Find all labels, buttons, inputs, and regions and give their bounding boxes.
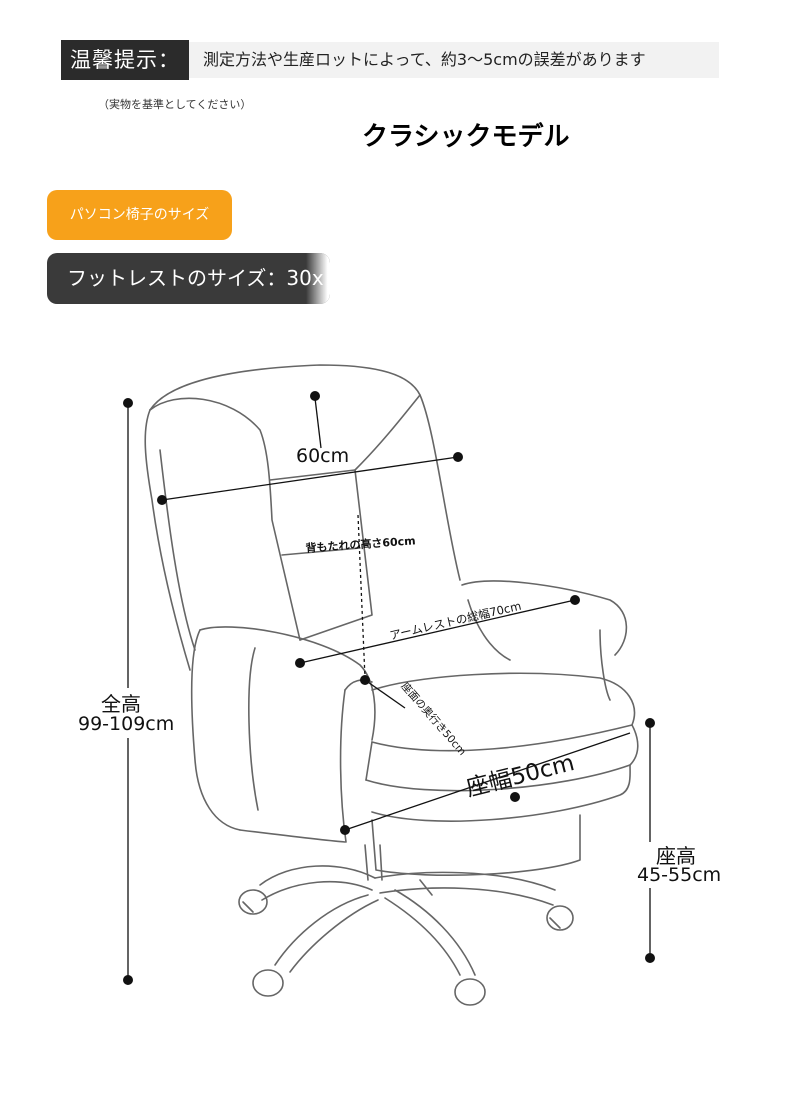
back-width-dimension <box>157 391 463 505</box>
seat-height-value: 45-55cm <box>637 864 722 886</box>
notice-text: 測定方法や生産ロットによって、約3〜5cmの誤差があります <box>189 42 719 78</box>
pc-chair-size-badge: パソコン椅子のサイズ <box>47 190 232 240</box>
model-title: クラシックモデル <box>362 122 570 152</box>
seat-width-dimension <box>340 732 631 835</box>
back-width-label: 60cm <box>296 445 350 467</box>
total-height-dimension <box>123 398 133 985</box>
footrest-size-text: フットレストのサイズ：30x <box>67 266 324 290</box>
seat-height-dimension <box>645 718 655 963</box>
notice-subtext: （実物を基準としてください） <box>98 98 252 111</box>
seat-height-label: 座高 <box>656 844 696 868</box>
notice-label: 温馨提示： <box>61 40 189 80</box>
armrest-width-dimension <box>295 595 580 668</box>
total-height-value: 99-109cm <box>78 713 175 735</box>
chair-outline <box>144 364 639 1006</box>
total-height-label: 全高 <box>101 692 141 716</box>
footrest-size-badge: フットレストのサイズ：30x <box>47 253 330 304</box>
seat-depth-dimension <box>360 675 406 709</box>
